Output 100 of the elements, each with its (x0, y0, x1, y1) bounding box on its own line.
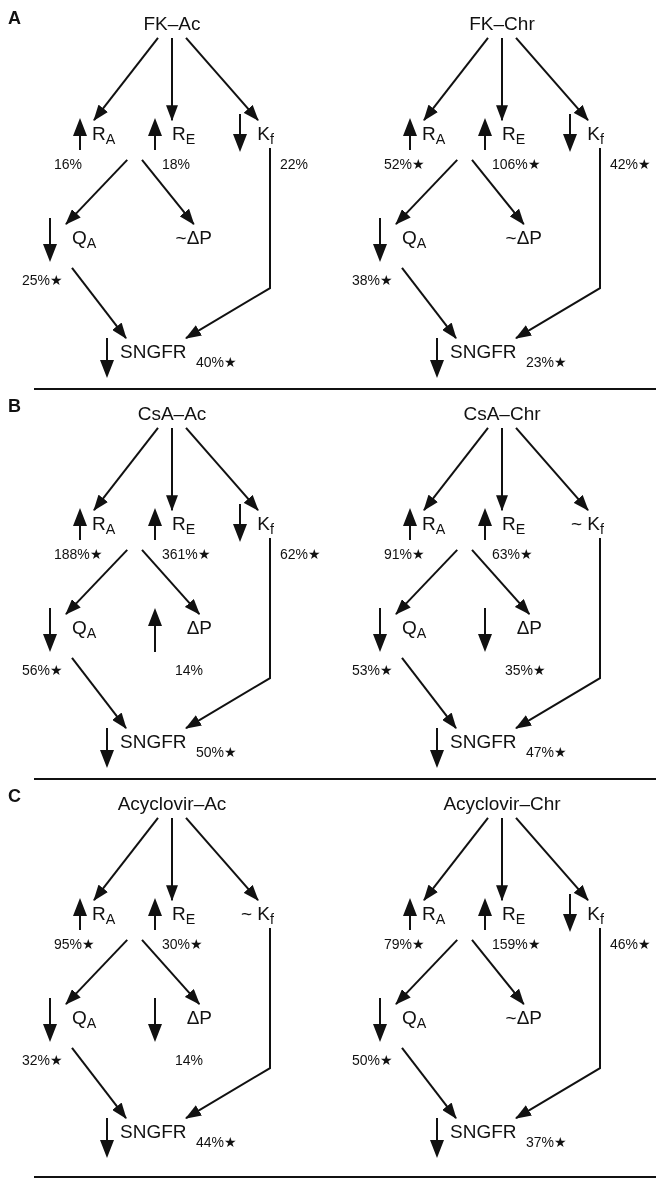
arrow (166, 816, 178, 902)
percent-change: 52%★ (384, 155, 426, 174)
parameter-label: Q$_{A}$ (402, 616, 427, 640)
percent-change: 50%★ (352, 1051, 394, 1070)
percent-change: 95%★ (54, 935, 96, 954)
arrow (71, 266, 127, 340)
arrow (93, 36, 159, 122)
arrow (141, 548, 201, 616)
arrow (515, 536, 601, 730)
parameter-label: R$_{A}$ (92, 512, 116, 536)
parameter-label: SNGFR (450, 730, 517, 754)
percent-change: 40%★ (196, 353, 238, 372)
parameter-label: R$_{E}$ (172, 902, 196, 926)
percent-change: 53%★ (352, 661, 394, 680)
parameter-label: ~ΔP (175, 226, 212, 250)
percent-change: 91%★ (384, 545, 426, 564)
parameter-label: Q$_{A}$ (72, 616, 97, 640)
percent-change: 14% (175, 1051, 204, 1070)
percent-change: 50%★ (196, 743, 238, 762)
arrow (185, 426, 259, 512)
parameter-label: R$_{E}$ (502, 902, 526, 926)
percent-change: 159%★ (492, 935, 541, 954)
arrow (496, 36, 508, 122)
arrow (71, 1046, 127, 1120)
parameter-label: K$_{f}$ (257, 512, 274, 536)
condition-title: CsA–Chr (463, 402, 541, 426)
parameter-label: R$_{E}$ (172, 122, 196, 146)
arrow (185, 36, 259, 122)
arrow (65, 158, 129, 226)
parameter-label: SNGFR (120, 1120, 187, 1144)
arrow (471, 158, 525, 226)
parameter-label: R$_{A}$ (92, 122, 116, 146)
parameter-label: K$_{f}$ (587, 122, 604, 146)
percent-change: 47%★ (526, 743, 568, 762)
arrow (401, 266, 457, 340)
arrow (395, 938, 459, 1006)
arrow (423, 36, 489, 122)
percent-change: 63%★ (492, 545, 534, 564)
arrow (515, 926, 601, 1120)
percent-change: 188%★ (54, 545, 103, 564)
panel-letter: B (8, 395, 21, 418)
arrow (471, 938, 525, 1006)
arrow (166, 426, 178, 512)
arrow (496, 426, 508, 512)
arrow (471, 548, 531, 616)
arrow (515, 146, 601, 340)
arrow (185, 146, 271, 340)
arrow (515, 426, 589, 512)
arrow (401, 656, 457, 730)
condition-title: FK–Ac (143, 12, 201, 36)
arrow (93, 426, 159, 512)
parameter-label: R$_{A}$ (422, 122, 446, 146)
condition-title: Acyclovir–Ac (117, 792, 227, 816)
parameter-label: K$_{f}$ (257, 122, 274, 146)
parameter-label: R$_{E}$ (172, 512, 196, 536)
arrow (515, 36, 589, 122)
percent-change: 18% (162, 155, 191, 174)
parameter-label: ~ΔP (505, 1006, 542, 1030)
arrow (65, 548, 129, 616)
condition-title: FK–Chr (469, 12, 535, 36)
parameter-label: R$_{A}$ (422, 902, 446, 926)
arrow (401, 1046, 457, 1120)
parameter-label: SNGFR (120, 730, 187, 754)
parameter-label: Q$_{A}$ (402, 226, 427, 250)
percent-change: 25%★ (22, 271, 64, 290)
parameter-label: ΔP (186, 1006, 212, 1030)
parameter-label: R$_{E}$ (502, 512, 526, 536)
panel-letter: A (8, 7, 21, 30)
percent-change: 22% (280, 155, 309, 174)
parameter-label: K$_{f}$ (587, 902, 604, 926)
percent-change: 32%★ (22, 1051, 64, 1070)
parameter-label: SNGFR (450, 1120, 517, 1144)
percent-change: 106%★ (492, 155, 541, 174)
parameter-label: Q$_{A}$ (72, 1006, 97, 1030)
parameter-label: R$_{A}$ (422, 512, 446, 536)
arrow (395, 548, 459, 616)
percent-change: 16% (54, 155, 83, 174)
arrow (423, 426, 489, 512)
arrow (65, 938, 129, 1006)
percent-change: 38%★ (352, 271, 394, 290)
percent-change: 23%★ (526, 353, 568, 372)
arrow (185, 536, 271, 730)
parameter-label: Q$_{A}$ (402, 1006, 427, 1030)
condition-title: Acyclovir–Chr (443, 792, 561, 816)
percent-change: 14% (175, 661, 204, 680)
percent-change: 361%★ (162, 545, 211, 564)
parameter-label: Q$_{A}$ (72, 226, 97, 250)
arrow (515, 816, 589, 902)
percent-change: 30%★ (162, 935, 204, 954)
parameter-label: R$_{A}$ (92, 902, 116, 926)
condition-title: CsA–Ac (137, 402, 207, 426)
parameter-label: ~ K$_{f}$ (240, 902, 274, 926)
parameter-label: ΔP (516, 616, 542, 640)
arrow (423, 816, 489, 902)
arrow (185, 816, 259, 902)
arrow (141, 938, 201, 1006)
percent-change: 46%★ (610, 935, 652, 954)
arrow (71, 656, 127, 730)
percent-change: 37%★ (526, 1133, 568, 1152)
percent-change: 79%★ (384, 935, 426, 954)
